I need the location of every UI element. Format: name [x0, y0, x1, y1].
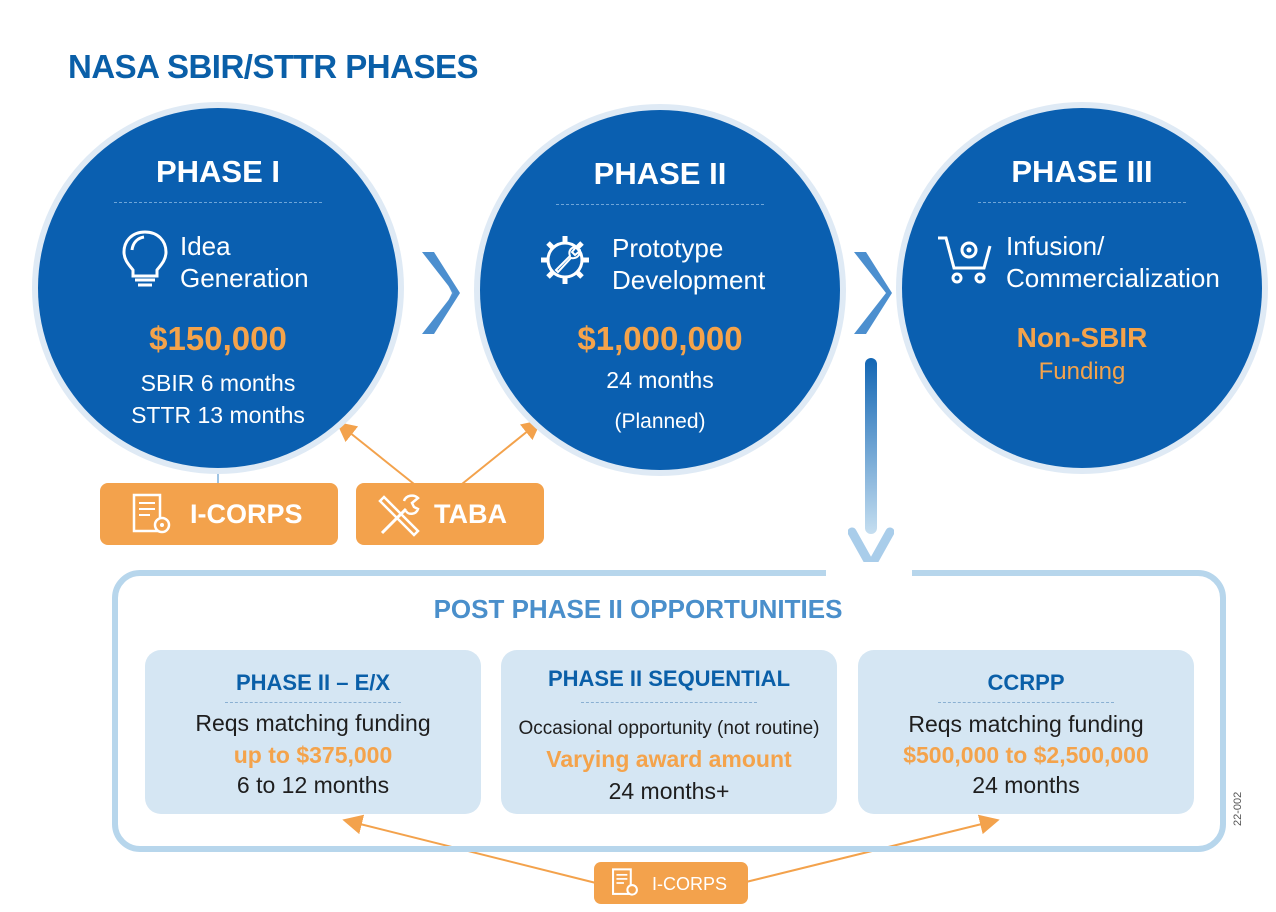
phase-1-label-line1: Idea	[180, 231, 231, 261]
down-arrow-icon	[848, 358, 894, 571]
card-seq-title: PHASE II SEQUENTIAL	[547, 666, 791, 691]
gear-wrench-icon	[541, 236, 589, 284]
phase-2-divider	[556, 204, 764, 205]
card-ex-divider	[225, 702, 401, 703]
phase-2-amount: $1,000,000	[577, 320, 743, 357]
card-seq-divider	[581, 702, 757, 703]
cart-gear-icon	[938, 236, 992, 284]
page-title: NASA SBIR/STTR PHASES	[68, 48, 479, 85]
card-ex-line2: up to $375,000	[233, 742, 393, 768]
phase-1-amount: $150,000	[149, 320, 287, 357]
card-seq-line3: 24 months+	[608, 778, 730, 804]
card-seq-line1: Occasional opportunity (not routine)	[518, 718, 820, 739]
phase-3-amount: Non-SBIR	[1016, 322, 1148, 353]
lightbulb-icon	[122, 230, 168, 287]
phase-2-detail-line1: 24 months	[606, 367, 714, 393]
phase-3-heading: PHASE III	[1011, 154, 1153, 189]
document-gear-icon	[132, 493, 171, 534]
icorps-bottom-label: I-CORPS	[652, 874, 728, 894]
card-phase-2-ex: PHASE II – E/X Reqs matching funding up …	[145, 650, 481, 814]
icorps-arrow-to-ex	[342, 814, 601, 885]
card-ccrpp-line2: $500,000 to $2,500,000	[903, 742, 1149, 768]
phase-3-circle: PHASE III Infusion/ Commercialization No…	[902, 108, 1262, 468]
card-ccrpp-line3: 24 months	[972, 772, 1080, 798]
icorps-tag-label: I-CORPS	[190, 499, 303, 529]
card-ccrpp-line1: Reqs matching funding	[908, 711, 1144, 737]
document-code: 22-002	[1232, 791, 1244, 826]
phase-2-label-line1: Prototype	[612, 233, 724, 263]
tools-icon	[378, 494, 420, 537]
phase-2-heading: PHASE II	[593, 156, 727, 191]
phase-3-label-line1: Infusion/	[1006, 231, 1105, 261]
phase-2-circle: PHASE II Prototype Development $1,000,00…	[480, 110, 840, 470]
phase-3-label-line2: Commercialization	[1006, 263, 1220, 293]
taba-tag-label: TABA	[434, 499, 507, 529]
phase-2-label-line2: Development	[612, 265, 766, 295]
card-ccrpp: CCRPP Reqs matching funding $500,000 to …	[858, 650, 1194, 814]
phase-1-divider	[114, 202, 322, 203]
card-seq-line2: Varying award amount	[546, 746, 792, 772]
post-phase-2-frame	[112, 570, 1226, 852]
phase-1-label-line2: Generation	[180, 263, 309, 293]
taba-tag: TABA	[356, 483, 544, 545]
phase-3-detail-line1: Funding	[1038, 358, 1126, 385]
icorps-tag: I-CORPS	[100, 483, 338, 545]
phase-1-heading: PHASE I	[155, 154, 281, 189]
phase-1-detail-line1: SBIR 6 months	[140, 370, 296, 396]
chevron-right-icon	[854, 252, 892, 334]
frame-gap	[826, 562, 912, 582]
card-phase-2-sequential: PHASE II SEQUENTIAL Occasional opportuni…	[501, 650, 837, 814]
card-ex-title: PHASE II – E/X	[235, 670, 391, 695]
post-phase-2-title: POST PHASE II OPPORTUNITIES	[433, 594, 843, 624]
phase-1-detail-line2: STTR 13 months	[131, 402, 305, 428]
document-gear-icon	[612, 868, 638, 896]
phase-3-divider	[978, 202, 1186, 203]
card-ex-line1: Reqs matching funding	[195, 710, 431, 736]
taba-arrow-to-phase1	[336, 421, 415, 485]
taba-arrow-to-phase2	[461, 419, 542, 485]
icorps-bottom-tag: I-CORPS	[594, 862, 748, 904]
phase-1-circle: PHASE I Idea Generation $150,000 SBIR 6 …	[38, 108, 398, 468]
card-ccrpp-title: CCRPP	[987, 670, 1065, 695]
phase-2-detail-line2: (Planned)	[614, 410, 706, 433]
card-ccrpp-divider	[938, 702, 1114, 703]
chevron-right-icon	[422, 252, 460, 334]
icorps-arrow-to-ccrpp	[745, 814, 1000, 883]
card-ex-line3: 6 to 12 months	[236, 772, 390, 798]
